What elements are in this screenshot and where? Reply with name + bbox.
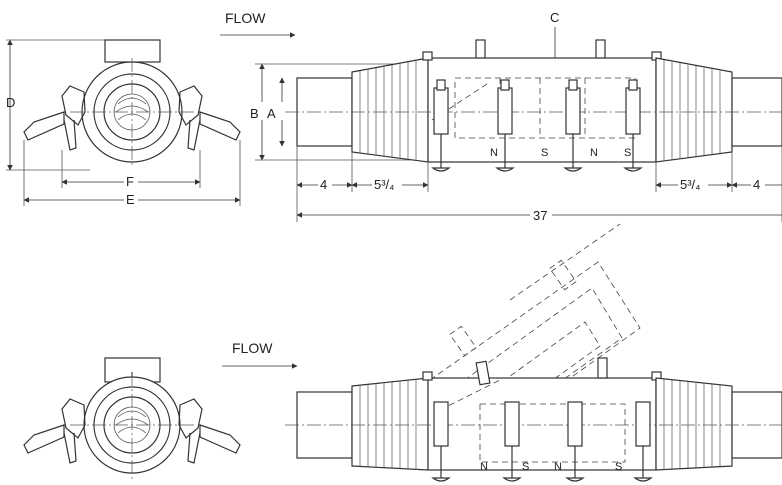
top-clamp-1 <box>431 79 451 172</box>
bottom-side-view: FLOW <box>222 223 782 482</box>
bottom-clamp-4 <box>633 401 653 482</box>
top-pole-3: N <box>590 147 598 159</box>
top-end-view: D F E <box>6 39 241 207</box>
bottom-flow-label: FLOW <box>232 340 273 356</box>
bottom-right-cone-ribs <box>663 379 721 470</box>
top-flow-label: FLOW <box>225 10 266 26</box>
dim-f-label: F <box>126 174 134 189</box>
bottom-end-view <box>23 357 241 480</box>
bottom-clamp-2 <box>502 401 522 482</box>
dim-e-label: E <box>126 192 135 207</box>
left-cone-ribs <box>359 60 417 160</box>
dim-d-label: D <box>6 95 15 110</box>
dim-overall-length: 37 <box>533 208 547 223</box>
dim-b-label: B <box>250 106 259 121</box>
bottom-pole-1: N <box>480 461 488 473</box>
bottom-pole-4: S <box>615 461 622 473</box>
top-pole-1: N <box>490 147 498 159</box>
bottom-clamp-1 <box>431 401 451 482</box>
bottom-clamp-3 <box>565 401 585 482</box>
dim-right-taper: 5³/₄ <box>680 177 700 192</box>
dim-left-taper: 5³/₄ <box>374 177 394 192</box>
bottom-pole-2: S <box>522 461 529 473</box>
dim-outlet-length: 4 <box>753 177 760 192</box>
top-clamp-3 <box>563 79 583 172</box>
top-clamp-4 <box>623 79 643 172</box>
bottom-pole-3: N <box>554 461 562 473</box>
dim-a-label: A <box>267 106 276 121</box>
top-pole-4: S <box>624 147 631 159</box>
top-pole-2: S <box>541 147 548 159</box>
dim-c-label: C <box>550 10 559 25</box>
dim-inlet-length: 4 <box>320 177 327 192</box>
top-side-view: FLOW C B A <box>220 10 782 224</box>
top-clamp-2 <box>495 79 515 172</box>
